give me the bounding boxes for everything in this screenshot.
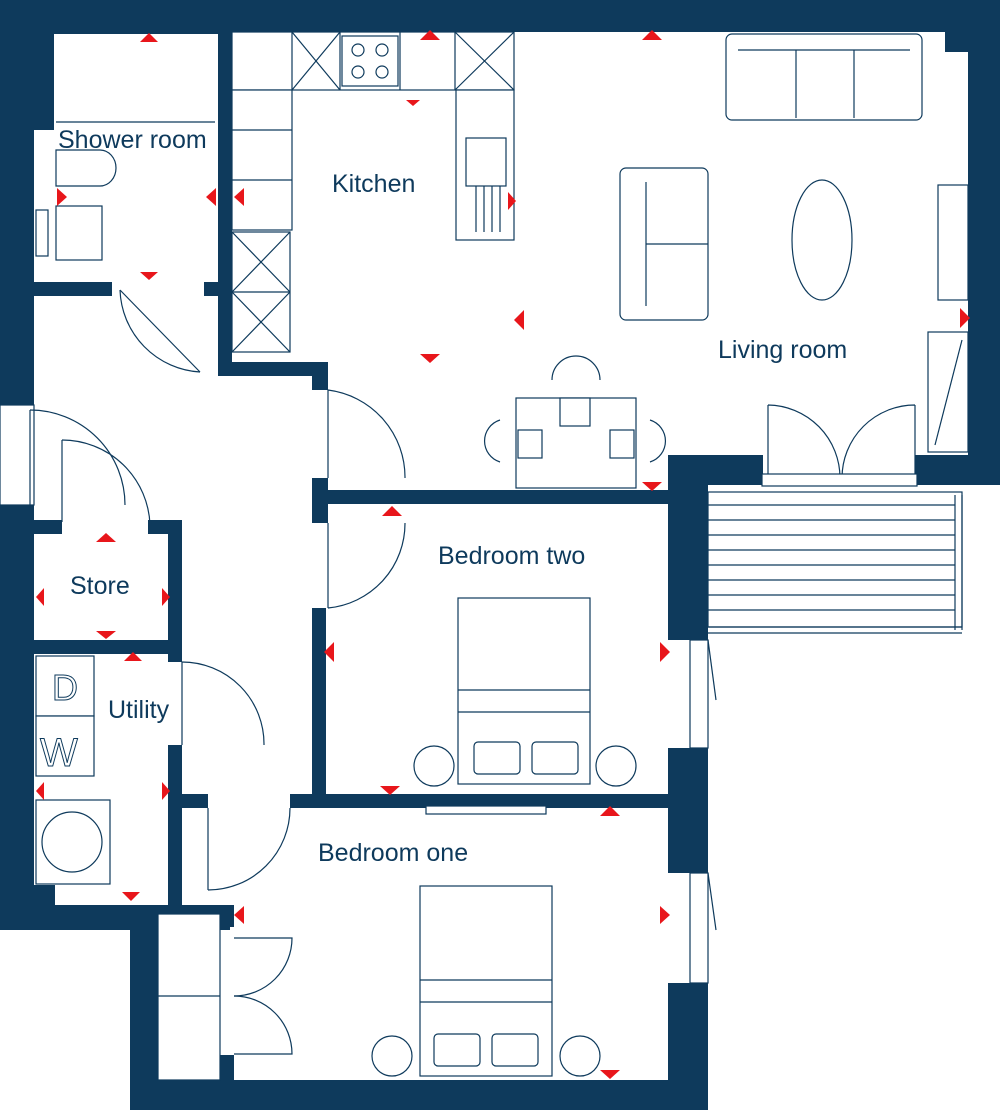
wall-left-stub	[34, 30, 54, 130]
windows	[0, 404, 717, 984]
marker-arrow	[162, 782, 170, 800]
marker-arrow	[600, 806, 620, 816]
basin-icon	[55, 205, 103, 261]
room-label-kitchen: Kitchen	[332, 170, 415, 198]
marker-arrow	[162, 588, 170, 606]
marker-arrow	[406, 100, 420, 106]
doors	[29, 289, 918, 1055]
wall-store-top-left	[0, 520, 62, 534]
wall-shower-bottom-right	[204, 282, 226, 296]
hob-icon	[341, 35, 399, 87]
wall-store-left	[130, 905, 158, 1110]
marker-arrow	[660, 642, 670, 662]
wall-bottom	[130, 1080, 708, 1110]
marker-arrow	[380, 786, 400, 795]
living-furniture	[484, 33, 969, 489]
bed-one-icon	[419, 885, 553, 1077]
wall-bed2-top	[312, 490, 670, 504]
shower-fixtures	[35, 121, 215, 261]
marker-arrow	[140, 33, 158, 42]
marker-arrow	[514, 310, 524, 330]
marker-arrow	[600, 1070, 620, 1079]
wall-shower-right	[218, 16, 232, 366]
wall-left-upper	[0, 0, 34, 405]
wall-utility-nub	[168, 794, 208, 808]
marker-arrow	[508, 192, 516, 210]
wall-shower-bottom-left	[34, 282, 112, 296]
marker-arrow	[642, 30, 662, 40]
marker-arrow	[96, 631, 116, 639]
wall-top-left	[0, 0, 220, 34]
marker-arrow	[206, 188, 216, 206]
bedside-lamp-icon	[413, 745, 455, 787]
wardrobe-icon	[157, 913, 221, 1081]
wall-right-upper	[968, 0, 1000, 460]
wall-right-top-nub	[945, 0, 1000, 52]
wall-living-bottom-right	[915, 455, 1000, 485]
marker-arrow	[960, 308, 970, 328]
wall-utility-right	[168, 745, 182, 910]
marker-arrow	[57, 188, 67, 206]
tv-unit-icon	[937, 184, 969, 301]
room-label-bedroom-one: Bedroom one	[318, 839, 468, 867]
sofa-icon	[725, 33, 923, 121]
room-labels: Shower room Kitchen Living room Bedroom …	[58, 126, 847, 867]
marker-arrow	[382, 506, 402, 516]
marker-arrow	[36, 588, 44, 606]
wall-left-lower	[0, 505, 34, 930]
bedside-lamp-icon	[371, 1035, 413, 1077]
marker-arrow	[140, 272, 158, 280]
kitchen-fixtures	[231, 31, 515, 353]
marker-arrow	[420, 354, 440, 363]
wall-right-bed-a	[668, 480, 708, 640]
dryer-label: D	[52, 667, 78, 708]
room-label-bedroom-two: Bedroom two	[438, 542, 585, 570]
wall-right-bed-b	[668, 748, 708, 873]
marker-arrow	[660, 906, 670, 924]
room-label-living-room: Living room	[718, 336, 847, 364]
marker-arrow	[36, 782, 44, 800]
coffee-table-icon	[791, 179, 853, 301]
marker-arrow	[234, 188, 244, 206]
bedside-lamp-icon	[559, 1035, 601, 1077]
wall-bed2-bottom	[290, 794, 670, 808]
room-label-shower-room: Shower room	[58, 126, 207, 154]
bedroom-furniture	[157, 597, 637, 1081]
room-label-utility: Utility	[108, 696, 170, 724]
marker-arrow	[124, 652, 142, 661]
marker-arrow	[96, 533, 116, 542]
wall-bed2-post-top	[312, 478, 328, 523]
wall-store-right	[168, 520, 182, 662]
marker-arrow	[122, 892, 140, 901]
boiler-icon	[41, 811, 103, 873]
view-markers	[36, 30, 970, 1079]
wall-kitchen-bottom	[218, 362, 326, 376]
utility-fixtures: D W	[35, 655, 111, 885]
wall-store-bottom	[34, 640, 182, 654]
wall-top-right	[220, 0, 1000, 32]
dryer-icon	[35, 655, 95, 717]
wall-wardrobe-right	[218, 905, 234, 927]
wall-bed2-left	[312, 608, 326, 806]
washer-label: W	[40, 731, 78, 775]
room-label-store: Store	[70, 572, 130, 600]
balcony	[707, 491, 963, 634]
wall-kitchen-post	[312, 362, 328, 390]
wall-right-bed-c	[668, 983, 708, 1110]
washer-icon	[35, 715, 95, 777]
marker-arrow	[234, 906, 244, 924]
sink-icon	[465, 137, 507, 187]
marker-arrow	[642, 482, 662, 491]
marker-arrow	[420, 30, 440, 40]
toilet-icon	[55, 149, 117, 187]
marker-arrow	[324, 642, 334, 662]
bedside-lamp-icon	[595, 745, 637, 787]
wall-wardrobe-right-low	[218, 1055, 234, 1085]
bed-two-icon	[457, 597, 591, 785]
